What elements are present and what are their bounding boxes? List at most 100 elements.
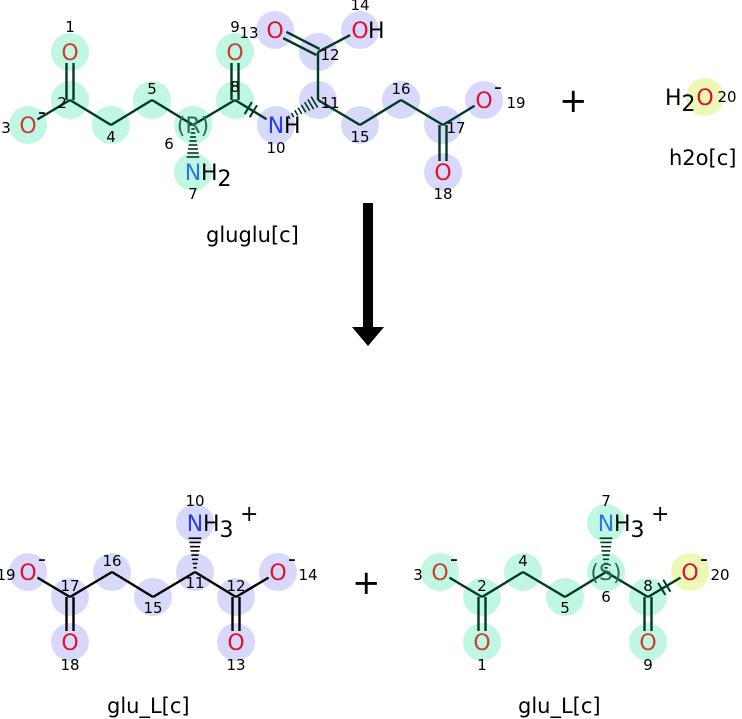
atom-highlight: [216, 33, 254, 71]
single-bond: [69, 570, 113, 599]
bond-cut-mark: [248, 104, 258, 118]
atom-O-19: O-19: [0, 547, 46, 586]
plus-sign: +: [559, 81, 588, 121]
atom-index: 12: [226, 577, 245, 595]
hashed-wedge-bond: [188, 537, 202, 569]
element-symbol: O: [61, 41, 78, 66]
atom-C-4: 4: [106, 128, 116, 146]
charge-label: -: [450, 547, 458, 572]
atom-O-1: O1: [61, 18, 78, 66]
single-bond: [110, 98, 153, 127]
single-bond: [36, 98, 71, 121]
atom-index: 8: [643, 577, 653, 595]
atom-index: 17: [60, 577, 79, 595]
atom-index: 6: [164, 135, 174, 153]
atom-index: 20: [710, 566, 729, 584]
cleaved-bond: [647, 576, 682, 599]
atom-index: 7: [601, 492, 611, 510]
atom-index: 11: [185, 574, 204, 592]
atom-index: 14: [350, 0, 369, 14]
atom-index: 1: [477, 656, 487, 674]
atom-index: 15: [350, 128, 369, 146]
atom-O-20: O-20: [681, 547, 729, 586]
charge-label: -: [494, 75, 502, 100]
single-bond: [359, 98, 402, 127]
bond-cut-mark: [662, 579, 672, 593]
atom-index: 7: [188, 185, 198, 203]
atom-highlight: [686, 78, 724, 116]
element-symbol: O: [473, 631, 490, 656]
element-symbol: O: [227, 631, 244, 656]
atom-O-13: O13: [226, 631, 245, 674]
atom-index: 5: [147, 80, 157, 98]
atom-index: 9: [643, 656, 653, 674]
hydrogen-label: H: [368, 19, 385, 44]
atom-index: 9: [230, 18, 240, 36]
single-bond: [317, 34, 351, 54]
hashed-wedge-bond: [599, 537, 613, 569]
atom-index: 5: [560, 599, 570, 617]
element-symbol: N: [268, 114, 284, 139]
double-bond: [285, 30, 321, 50]
atom-C-11: 11: [185, 574, 204, 592]
charge-label: -: [288, 547, 296, 572]
atom-index: 19: [0, 566, 16, 584]
element-symbol: O: [434, 161, 451, 186]
hydrogen-label: H3: [203, 512, 234, 543]
atom-C-16: 16: [102, 552, 121, 570]
atom-index: 15: [143, 599, 162, 617]
element-symbol: O: [431, 561, 448, 586]
single-bond: [605, 570, 649, 599]
atom-index: 10: [266, 139, 285, 157]
arrow-shaft: [363, 203, 373, 328]
element-symbol: O: [226, 41, 243, 66]
atom-C-15: 15: [143, 599, 162, 617]
atom-index: 10: [185, 492, 204, 510]
atom-index: 18: [60, 656, 79, 674]
atom-index: 16: [391, 80, 410, 98]
stereo-label: (S): [590, 561, 621, 586]
atom-C-6: (R)6: [164, 114, 209, 153]
atom-index: 16: [102, 552, 121, 570]
charge-label: -: [700, 547, 708, 572]
element-symbol: O: [19, 114, 36, 139]
atom-index: 19: [506, 94, 525, 112]
atom-highlight: [463, 623, 501, 661]
bond-cut-mark: [243, 101, 253, 115]
single-bond: [194, 570, 237, 599]
atom-highlight: [259, 553, 297, 591]
atom-C-4: 4: [518, 552, 528, 570]
atom-C-6: (S)6: [590, 561, 621, 606]
atom-C-11: 11: [320, 94, 339, 112]
atom-C-2: 2: [477, 577, 487, 595]
element-symbol: O: [269, 561, 286, 586]
single-bond: [69, 98, 112, 127]
molecule-name-gluglu: gluglu[c]: [206, 223, 299, 247]
atom-index: 3: [413, 566, 423, 584]
atom-C-12: 12: [226, 577, 245, 595]
atom-highlight: [9, 106, 47, 144]
element-symbol: O: [475, 89, 492, 114]
element-symbol: O: [639, 631, 656, 656]
atom-index: 2: [477, 577, 487, 595]
atom-index: 2: [57, 94, 67, 112]
single-bond: [235, 576, 270, 599]
atom-O-9: O9: [639, 631, 656, 674]
atom-highlight: [424, 153, 462, 191]
single-bond: [192, 98, 236, 127]
atom-highlight: [671, 553, 709, 591]
single-bond: [522, 570, 566, 599]
atom-highlight: [9, 553, 47, 591]
atom-C-5: 5: [560, 599, 570, 617]
element-symbol: O: [266, 19, 283, 44]
atom-O-13: O13: [239, 19, 283, 44]
atom-C-15: 15: [350, 128, 369, 146]
reaction-arrow: [352, 203, 384, 346]
atom-highlight: [217, 623, 255, 661]
bond-cut-mark: [657, 582, 667, 596]
